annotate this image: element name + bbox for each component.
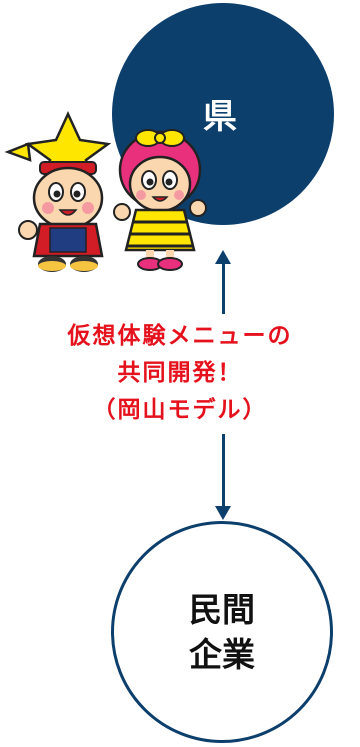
caption-text: 仮想体験メニューの 共同開発！ （岡山モデル）: [0, 318, 360, 429]
mascot-illustration: [4, 111, 207, 272]
connector-line-lower: [222, 434, 225, 510]
arrow-up-icon: [215, 250, 231, 264]
caption-line-3: （岡山モデル）: [92, 397, 268, 423]
private-company-label-line2: 企業: [189, 635, 255, 674]
caption-line-1: 仮想体験メニューの: [67, 323, 293, 349]
mascot-boy-icon: [4, 111, 112, 272]
caption-line-2: 共同開発！: [117, 360, 243, 386]
arrow-down-icon: [215, 506, 231, 520]
private-company-node: 民間 企業: [111, 521, 333, 743]
mascot-girl-icon: [113, 129, 207, 271]
private-company-label-line1: 民間: [189, 590, 255, 629]
prefecture-label: 県: [203, 97, 237, 137]
connector-line-upper: [222, 262, 225, 314]
